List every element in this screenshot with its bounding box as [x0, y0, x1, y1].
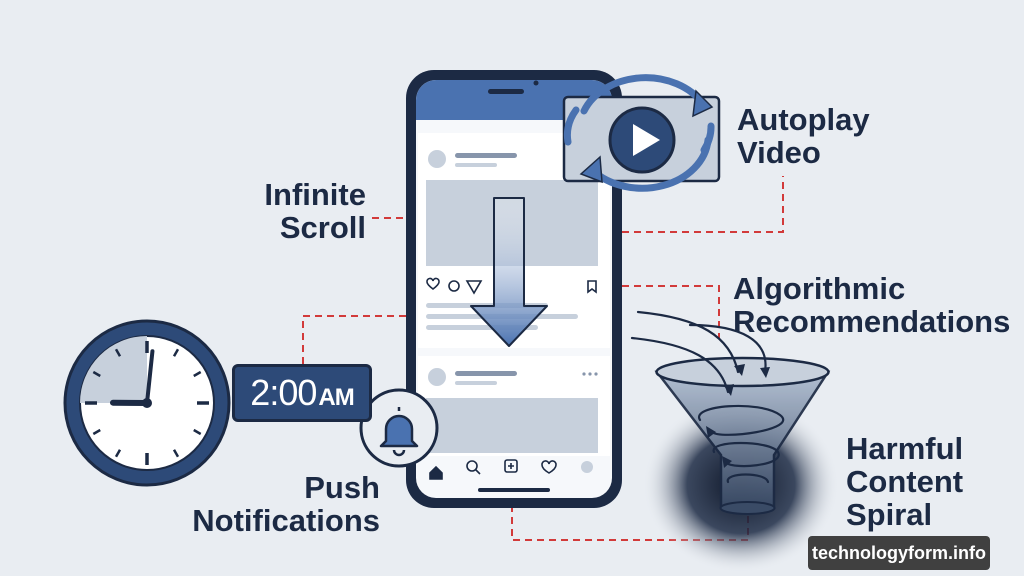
- label-line: Infinite: [264, 177, 366, 212]
- connector-autoplay-video: [622, 176, 784, 233]
- connector-algorithmic: [622, 285, 720, 338]
- comment-icon[interactable]: [448, 280, 460, 292]
- bookmark-icon[interactable]: [587, 280, 597, 294]
- connector-harmful-spiral: [511, 505, 749, 541]
- loop-arrow-icon: [588, 136, 712, 192]
- phone-speaker: [488, 89, 524, 94]
- label-line: Video: [737, 135, 821, 170]
- notification-bell: [359, 388, 439, 468]
- label-line: Algorithmic: [733, 271, 906, 306]
- post-header-line: [455, 381, 497, 385]
- autoplay-video-graphic: [562, 74, 721, 192]
- clock-tick: [193, 428, 202, 436]
- post-actions: [426, 277, 597, 295]
- label-algorithmic-recommendations: Algorithmic Recommendations: [733, 271, 1011, 339]
- home-icon[interactable]: [429, 465, 443, 480]
- more-icon[interactable]: [582, 372, 598, 376]
- spiral-arrows: [630, 310, 785, 484]
- harmful-spiral-funnel: [630, 310, 839, 573]
- label-line: Spiral: [846, 497, 933, 532]
- home-indicator: [478, 488, 550, 492]
- post-image-placeholder: [426, 398, 598, 453]
- clock-tick: [172, 348, 180, 357]
- profile-icon[interactable]: [581, 461, 593, 473]
- label-line: Content: [846, 464, 964, 499]
- bottom-nav: [429, 459, 593, 480]
- heart-icon[interactable]: [541, 460, 557, 474]
- spiral-arrowheads: [706, 364, 770, 468]
- clock-shadow-wedge: [80, 336, 147, 403]
- share-icon[interactable]: [465, 280, 483, 295]
- post-header-line: [455, 153, 517, 158]
- label-line: Push: [304, 470, 380, 505]
- clock-graphic: [63, 319, 231, 487]
- heart-icon[interactable]: [426, 277, 440, 291]
- label-line: Notifications: [192, 503, 380, 538]
- clock-tick: [114, 348, 122, 357]
- clock-tick: [172, 449, 180, 458]
- post-header-line: [455, 371, 517, 376]
- label-infinite-scroll: Infinite Scroll: [232, 178, 366, 244]
- label-line: Harmful: [846, 431, 964, 466]
- watermark: technologyform.info: [808, 536, 990, 570]
- label-autoplay-video: Autoplay Video: [737, 103, 897, 169]
- label-harmful-content-spiral: Harmful Content Spiral: [846, 432, 986, 531]
- clock-tick: [92, 370, 101, 378]
- avatar: [428, 368, 446, 386]
- post-header-line: [455, 163, 497, 167]
- phone-camera: [533, 80, 539, 86]
- loop-arrow-icon: [580, 74, 707, 115]
- clock-center: [142, 398, 152, 408]
- play-icon: [633, 124, 660, 156]
- avatar: [428, 150, 446, 168]
- clock-minute-hand: [145, 349, 155, 405]
- clock-ticks: [85, 341, 209, 465]
- clock-tick: [114, 449, 122, 458]
- label-line: Scroll: [279, 210, 366, 245]
- label-line: Recommendations: [733, 304, 1011, 339]
- clock-tick: [92, 428, 101, 436]
- connector-push-notifications: [302, 315, 412, 364]
- funnel-spout: [719, 501, 776, 515]
- clock-ampm: AM: [318, 384, 354, 411]
- add-icon[interactable]: [504, 459, 518, 473]
- bell-icon: [379, 407, 419, 448]
- search-icon[interactable]: [466, 460, 481, 475]
- scroll-down-arrow: [470, 197, 548, 347]
- clock-time-display: 2:00AM: [232, 364, 372, 422]
- label-line: Autoplay: [737, 102, 870, 137]
- clock-tick: [193, 370, 202, 378]
- label-push-notifications: Push Notifications: [180, 471, 380, 537]
- clock-time: 2:00: [250, 372, 317, 413]
